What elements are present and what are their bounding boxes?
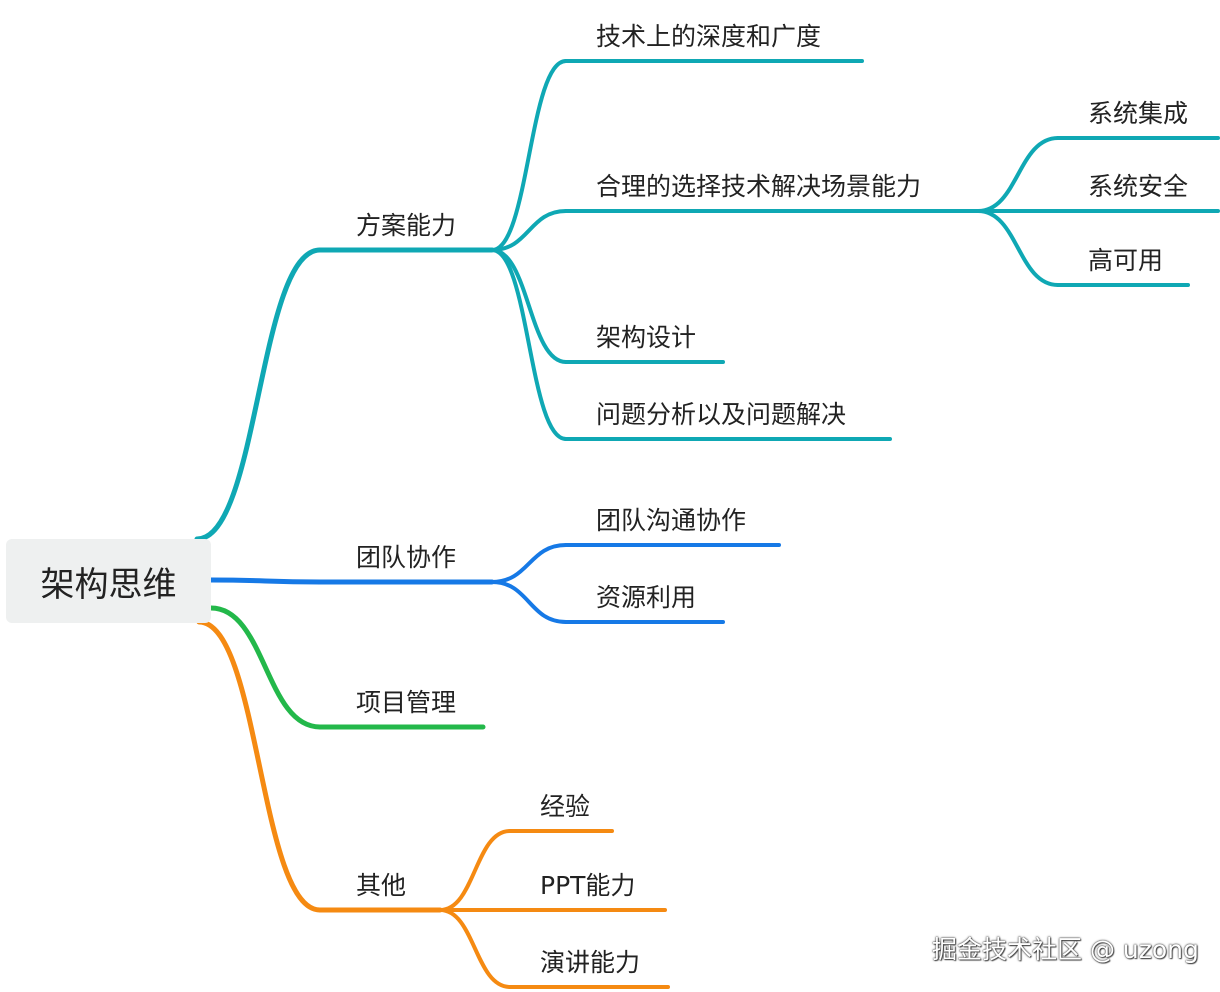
node-0-0[interactable]: 技术上的深度和广度	[596, 22, 822, 51]
edge-3	[196, 619, 323, 913]
edge-1-0	[490, 543, 568, 584]
node-0-2[interactable]: 架构设计	[596, 323, 697, 352]
edge-0-1-0	[976, 136, 1060, 213]
node-0-1-2[interactable]: 高可用	[1088, 246, 1164, 275]
node-0-1[interactable]: 合理的选择技术解决场景能力	[596, 172, 922, 201]
edge-0-1	[490, 209, 568, 252]
edge-1-1	[490, 580, 568, 624]
node-0-1-0[interactable]: 系统集成	[1088, 99, 1189, 128]
root-node[interactable]: 架构思维	[6, 539, 211, 623]
node-0-1-1[interactable]: 系统安全	[1088, 172, 1189, 201]
node-2[interactable]: 项目管理	[356, 688, 457, 717]
node-1-0[interactable]: 团队沟通协作	[596, 506, 747, 535]
edge-2	[208, 605, 323, 730]
node-3-2[interactable]: 演讲能力	[540, 948, 641, 977]
edge-3-0	[438, 829, 512, 912]
root-node-label: 架构思维	[40, 564, 177, 605]
edge-0-0	[490, 59, 568, 252]
edge-3-2	[438, 908, 512, 989]
node-3-0[interactable]: 经验	[540, 792, 591, 821]
node-3-1[interactable]: PPT能力	[540, 871, 636, 900]
node-0[interactable]: 方案能力	[356, 211, 457, 240]
edge-0-3	[490, 248, 568, 441]
edge-0-1-2	[976, 209, 1060, 287]
edge-1	[208, 577, 323, 585]
node-0-3[interactable]: 问题分析以及问题解决	[596, 400, 847, 429]
node-3[interactable]: 其他	[356, 871, 407, 900]
node-1-1[interactable]: 资源利用	[596, 583, 697, 612]
edge-0	[194, 247, 323, 542]
watermark: 掘金技术社区 @ uzong	[932, 935, 1199, 964]
node-1[interactable]: 团队协作	[356, 543, 457, 572]
